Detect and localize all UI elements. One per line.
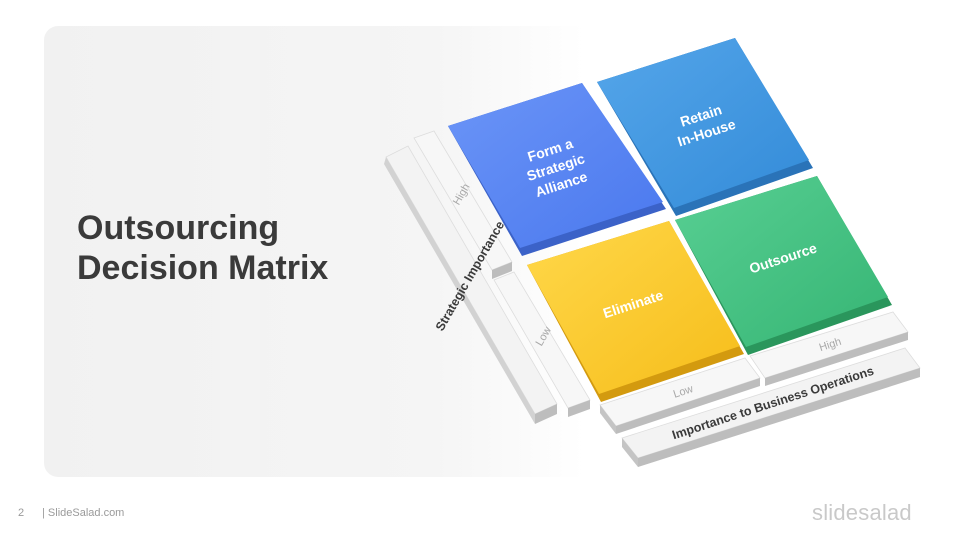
quadrant-eliminate [527,221,744,402]
title-line-1: Outsourcing [77,209,280,247]
x-axis-bar-high [749,311,909,386]
quadrant-outsource [675,176,892,355]
footer-website: | SlideSalad.com [42,507,125,519]
x-axis-bar-outer [621,347,921,467]
page-number: 2 [18,507,25,519]
y-axis-bar-outer [384,145,558,424]
brand-logo: slidesalad [812,500,912,525]
x-axis-bar-low [599,357,761,434]
y-axis-bar-high [413,130,513,279]
y-axis-bar-low [493,271,591,417]
quadrant-form-strategic-alliance [448,83,666,256]
slide-title: Outsourcing Decision Matrix [77,208,397,288]
quadrant-retain-in-house [597,38,813,216]
x-axis-low-label: Low [672,383,695,401]
title-line-2: Decision Matrix [77,249,329,287]
